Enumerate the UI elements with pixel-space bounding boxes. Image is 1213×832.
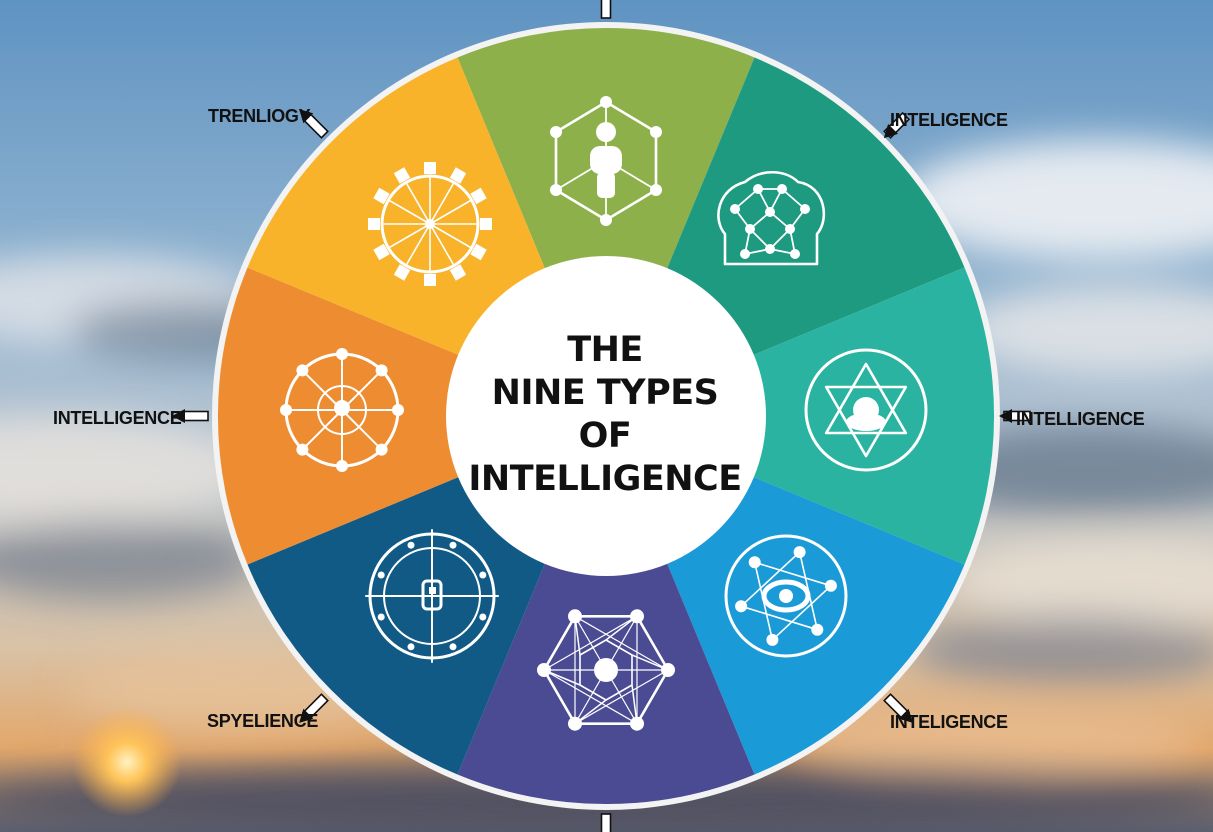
center-circle [446,256,766,576]
label-left: INTELLIGENCE [53,408,182,428]
wheel-segment-5 [457,416,755,805]
label-bottom-right: INTELIGENCE [890,712,1008,732]
title-line-3: OF [578,416,632,456]
title-line-1: THE [567,330,643,370]
arrow-bottom [600,813,612,832]
wheel-network-icon [280,348,404,472]
star-of-david-icon [804,348,928,472]
label-top-right: INTELIGENCE [890,110,1008,130]
title-line-2: NINE TYPES [491,373,719,413]
label-top-left: TRENLIOGY [208,106,311,126]
arrow-left [172,409,209,423]
circular-network-icon [724,534,848,658]
brain-network-icon [717,170,826,266]
compass-circle-icon [365,529,499,663]
network-figure-icon [550,96,662,226]
gear-icon [368,162,492,286]
arrow-top-left [299,109,329,139]
center-title: THE NINE TYPES OF INTELLIGENCE [447,290,763,540]
arrow-bottom-left [299,693,329,723]
arrow-bottom-right [883,693,913,723]
polyhedron-network-icon [537,609,675,731]
wheel-segment-3 [606,267,995,565]
arrow-top [600,0,612,19]
arrow-right [999,409,1031,423]
label-bottom-left: SPYELIENCE [207,711,319,731]
arrow-top-right [883,111,911,139]
title-line-4: INTELLIGENCE [468,459,742,499]
wheel-segment-7 [217,267,607,565]
label-right: INTELLIGENCE [1016,409,1145,429]
